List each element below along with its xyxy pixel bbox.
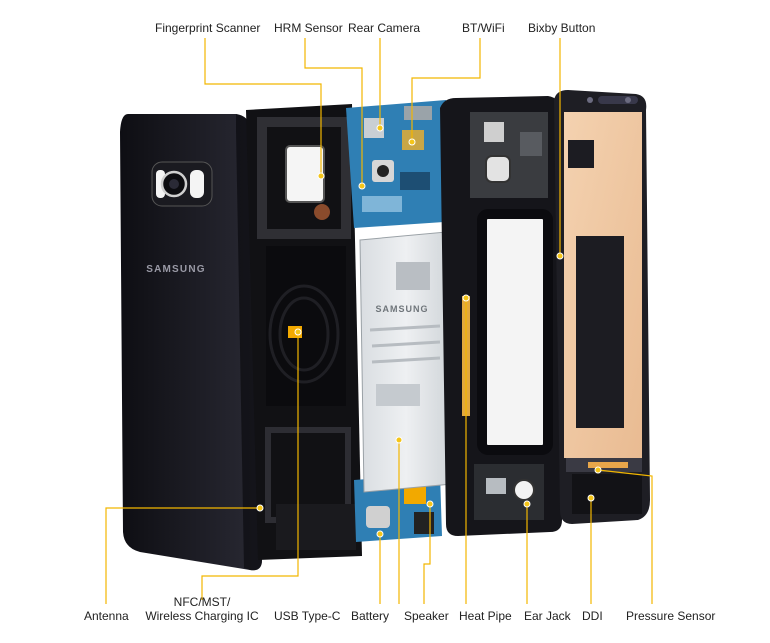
label-bixby-button: Bixby Button — [528, 21, 595, 35]
leader-lines — [105, 38, 653, 604]
label-speaker: Speaker — [404, 609, 449, 623]
label-bt-wifi: BT/WiFi — [462, 21, 505, 35]
label-rear-camera: Rear Camera — [348, 21, 420, 35]
label-ddi: DDI — [582, 609, 603, 623]
label-nfc-mst-line1: NFC/MST/ — [174, 595, 231, 609]
label-fingerprint-scanner: Fingerprint Scanner — [155, 21, 260, 35]
battery-cell: SAMSUNG — [359, 231, 453, 493]
back-cover: SAMSUNG — [120, 114, 262, 571]
main-board — [346, 100, 446, 542]
label-usb-type-c: USB Type-C — [274, 609, 341, 623]
label-pressure-sensor: Pressure Sensor — [626, 609, 715, 623]
label-battery: Battery — [351, 609, 389, 623]
label-nfc-mst-line2: Wireless Charging IC — [145, 609, 259, 623]
camera-bump — [151, 161, 213, 207]
display-panel — [554, 90, 650, 524]
label-heat-pipe: Heat Pipe — [459, 609, 512, 623]
back-cover-brand: SAMSUNG — [146, 264, 206, 275]
inner-chassis — [440, 96, 562, 536]
mid-frame — [246, 104, 362, 560]
battery-brand: SAMSUNG — [375, 304, 428, 314]
label-antenna: Antenna — [84, 609, 129, 623]
label-ear-jack: Ear Jack — [524, 609, 572, 623]
label-hrm-sensor: HRM Sensor — [274, 21, 343, 35]
anchor-dots — [256, 124, 602, 538]
